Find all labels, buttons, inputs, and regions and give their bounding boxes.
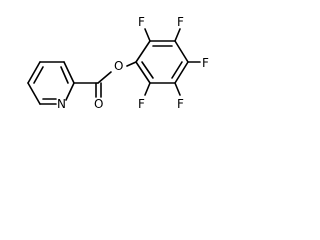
bond (174, 40, 189, 63)
bond (144, 82, 151, 96)
bond (27, 61, 41, 84)
bond (65, 82, 75, 101)
ester-linkage (73, 61, 137, 98)
fluorine-right-label: F (202, 56, 209, 70)
ester-oxygen-label: O (114, 59, 123, 73)
bond (97, 71, 112, 84)
pentafluorophenyl-ring (135, 40, 189, 84)
bond (126, 61, 137, 67)
ring-nitrogen-label: N (57, 97, 66, 111)
double-bond-inner (171, 61, 183, 79)
double-bond-inner (33, 66, 44, 84)
fluorine-substituent-bonds (144, 28, 201, 96)
bond (174, 28, 181, 42)
fluorine-top-right-label: F (177, 15, 184, 29)
fluorine-bottom-left-label: F (138, 97, 145, 111)
bond (27, 82, 41, 105)
fluorine-top-left-label: F (138, 15, 145, 29)
carbonyl-oxygen-label: O (94, 97, 103, 111)
bond (144, 28, 151, 42)
pyridine-ring (27, 61, 75, 105)
bond (63, 61, 75, 84)
bond (135, 40, 151, 63)
chemical-structure-diagram: N O O F F F F F (27, 15, 209, 111)
bond (174, 61, 189, 84)
bond (135, 61, 151, 84)
bond (174, 82, 181, 96)
double-bond-inner (141, 61, 154, 79)
double-bond-inner (60, 66, 69, 84)
fluorine-bottom-right-label: F (177, 97, 184, 111)
